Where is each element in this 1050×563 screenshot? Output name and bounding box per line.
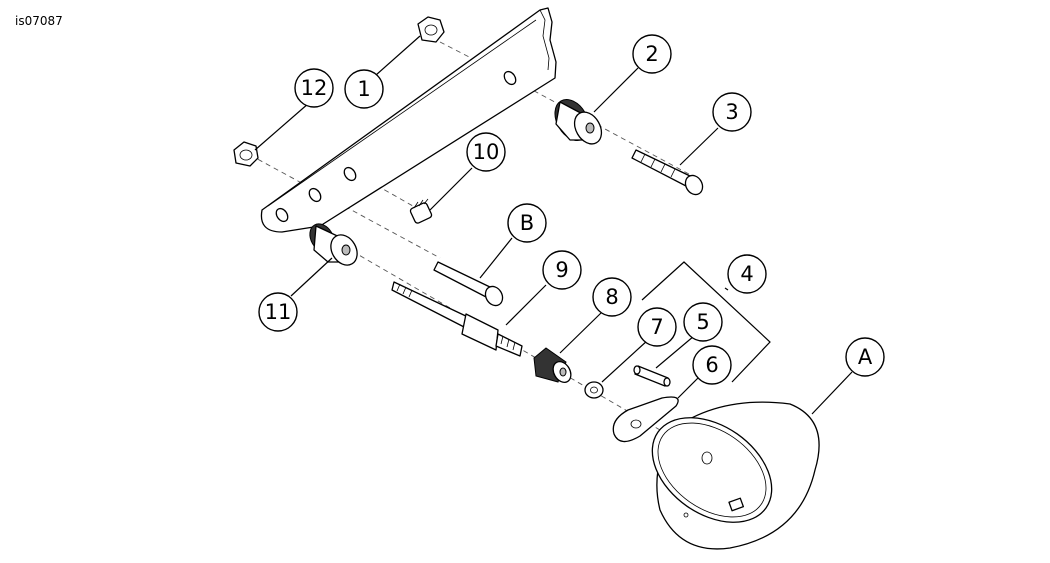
svg-text:8: 8 [605, 285, 618, 309]
callout-12: 12 [294, 68, 334, 108]
part-3-bolt [631, 149, 704, 196]
group-4-bracket [641, 261, 771, 383]
svg-text:3: 3 [725, 100, 738, 124]
callout-9: 9 [542, 250, 582, 290]
callout-7: 7 [637, 307, 677, 347]
svg-text:9: 9 [555, 258, 568, 282]
part-6-gasket [612, 396, 679, 443]
part-1-nut [417, 16, 445, 43]
callout-b: B [507, 203, 547, 243]
callout-2: 2 [632, 34, 672, 74]
callout-1: 1 [344, 69, 384, 109]
callout-3: 3 [712, 92, 752, 132]
leader-lines [254, 35, 853, 415]
svg-text:4: 4 [740, 262, 753, 286]
part-11-spacer [309, 223, 358, 266]
svg-text:6: 6 [705, 353, 718, 377]
part-5-bulb [633, 365, 671, 387]
mounting-bracket [260, 7, 557, 233]
callout-5: 5 [683, 302, 723, 342]
svg-text:11: 11 [265, 300, 292, 324]
svg-text:7: 7 [650, 315, 663, 339]
part-2-grommet [554, 99, 603, 145]
part-12-nut [233, 141, 259, 167]
svg-text:1: 1 [357, 77, 370, 101]
part-9-stud [391, 281, 523, 357]
callout-4: 4 [727, 254, 767, 294]
part-8-socket [533, 347, 572, 383]
callout-11: 11 [258, 292, 298, 332]
part-b-bolt [433, 261, 504, 307]
svg-text:5: 5 [696, 310, 709, 334]
part-10-clip [409, 198, 433, 224]
part-7-washer [584, 381, 604, 399]
callout-8: 8 [592, 277, 632, 317]
part-a-housing [651, 401, 820, 550]
callout-a: A [845, 337, 885, 377]
svg-text:A: A [858, 345, 873, 369]
figure-id: is07087 [15, 14, 63, 28]
callout-6: 6 [692, 345, 732, 385]
svg-text:10: 10 [473, 140, 500, 164]
callout-10: 10 [466, 132, 506, 172]
svg-text:12: 12 [301, 76, 328, 100]
svg-text:2: 2 [645, 42, 658, 66]
svg-text:B: B [520, 211, 534, 235]
